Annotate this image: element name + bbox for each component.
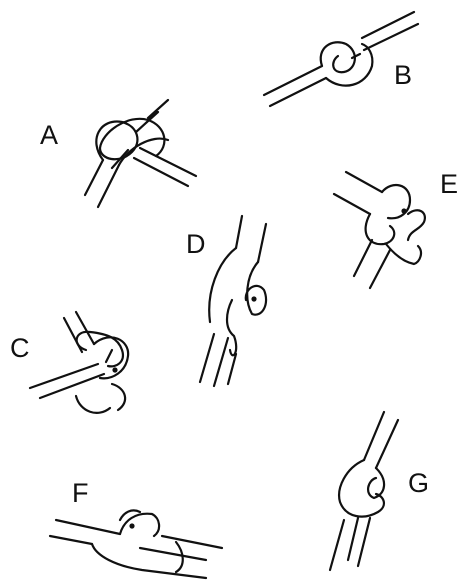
knot-g [328,410,400,572]
label-d: D [186,229,206,259]
label-f: F [72,478,89,508]
knot-f [48,509,224,580]
knot-d [198,214,268,388]
knot-c [28,310,130,414]
label-e: E [440,169,458,199]
label-a: A [40,120,58,150]
label-b: B [394,60,412,90]
knot-e [332,170,426,290]
knot-a [83,98,198,209]
label-c: C [10,333,30,363]
label-g: G [408,468,429,498]
knot-b [262,10,420,108]
